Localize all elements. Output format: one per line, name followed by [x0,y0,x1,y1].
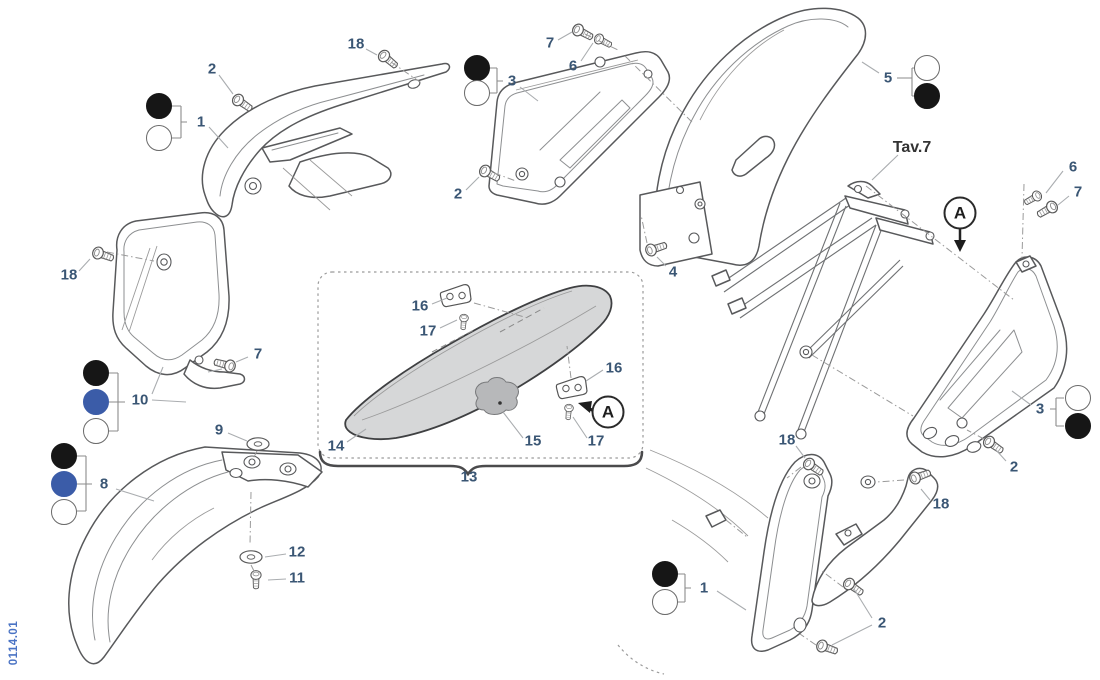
color-dot-black-shroud-right [652,561,678,587]
color-dot-white-side-panel-left [464,80,490,106]
color-dot-black-rear-fender [914,83,940,109]
callout-part-1-shroud-left: 1 [196,113,206,131]
callout-screw-18-number-plate: 18 [60,266,78,284]
seat-box-drawing [317,271,644,477]
callout-part-8-front-fender: 8 [99,475,109,493]
callout-screw-6-side-panel-left: 6 [568,57,578,75]
side-panel-right-drawing [906,229,1068,458]
callout-screw-6-side-panel-right: 6 [1068,158,1078,176]
drawing-code-label: 0114.01 [8,620,20,666]
callout-bracket-16-right: 16 [605,359,623,377]
color-dot-white-number-plate [83,418,109,444]
color-dot-blue-front-fender [51,471,77,497]
leader-lines [76,31,1070,646]
callout-part-10-number-plate: 10 [131,391,149,409]
callout-screw-18-shroud-right-top: 18 [778,431,796,449]
shroud-left-drawing [201,62,451,218]
color-dot-blue-number-plate [83,389,109,415]
callout-bracket-16-left: 16 [411,297,429,315]
callout-part-5-rear-fender: 5 [883,69,893,87]
color-dot-black-front-fender [51,443,77,469]
callout-screw-17-right: 17 [587,432,605,450]
color-dot-black-side-panel-left [464,55,490,81]
color-dot-black-number-plate [83,360,109,386]
callout-screw-7-side-panel-right: 7 [1073,183,1083,201]
callout-screw-11: 11 [289,569,305,587]
tav-reference-label: Tav.7 [892,139,932,156]
callout-screw-4-rear-fender: 4 [668,263,678,281]
callout-screw-2-shroud-left: 2 [207,60,217,78]
callout-part-13-seat-assembly: 13 [460,468,478,486]
callout-screw-2-side-panel-right: 2 [1009,458,1019,476]
subframe-drawing [711,180,935,440]
front-fender-drawing [68,446,323,665]
number-plate-drawing [112,211,246,390]
callout-part-15-seat-patch: 15 [524,432,542,450]
color-dot-white-shroud-left [146,125,172,151]
callout-screw-7-side-panel-left: 7 [545,34,555,52]
callout-part-3-side-panel-left: 3 [507,72,517,90]
shroud-right-drawing [617,449,939,675]
rear-fender-drawing [639,7,867,267]
callout-screw-17-left: 17 [419,322,437,340]
color-dot-white-side-panel-right [1065,385,1091,411]
view-marker-a-panel: A [943,196,977,230]
callout-screw-18-shroud-right-side: 18 [932,495,950,513]
color-dot-white-rear-fender [914,55,940,81]
color-dot-white-shroud-right [652,589,678,615]
callout-washer-9: 9 [214,421,224,439]
alignment-lines [106,33,1025,646]
callout-part-14-seat: 14 [327,437,345,455]
color-dot-black-side-panel-right [1065,413,1091,439]
callout-screw-2-side-panel-left: 2 [453,185,463,203]
color-dot-black-shroud-left [146,93,172,119]
callout-screw-18-shroud-left: 18 [347,35,365,53]
color-dot-white-front-fender [51,499,77,525]
callout-screw-2-shroud-right: 2 [877,614,887,632]
callout-part-3-side-panel-right: 3 [1035,400,1045,418]
callout-screw-7-number-plate: 7 [253,345,263,363]
callout-washer-12: 12 [288,543,306,561]
view-marker-a-seat: A [591,395,625,429]
side-panel-left-drawing [488,50,671,205]
callout-part-1-shroud-right: 1 [699,579,709,597]
